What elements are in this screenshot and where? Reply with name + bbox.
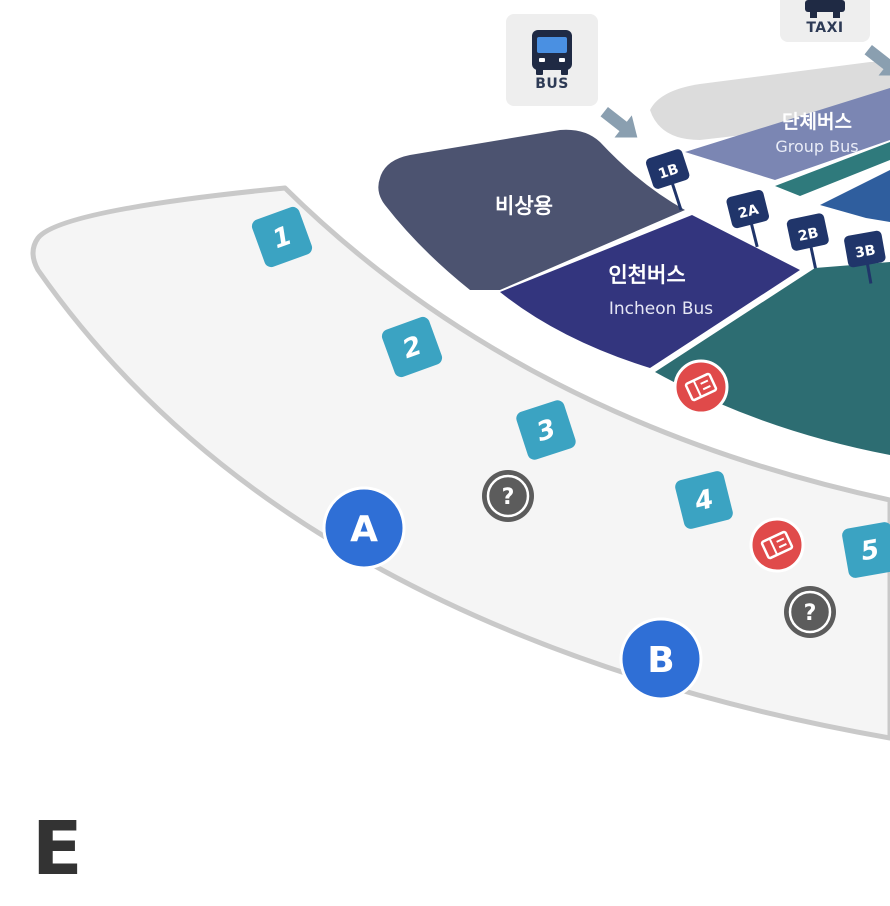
info-icon[interactable]: ? bbox=[482, 470, 534, 522]
area-letter: E bbox=[32, 806, 83, 892]
incheon-bus-label-en: Incheon Bus bbox=[609, 299, 713, 319]
taxi-card[interactable]: TAXI bbox=[780, 0, 870, 42]
ticket-icon[interactable] bbox=[673, 359, 729, 415]
bus-icon bbox=[532, 30, 572, 75]
exit-letter: B bbox=[647, 640, 674, 681]
gate-marker[interactable]: 5 bbox=[841, 521, 890, 579]
info-icon[interactable]: ? bbox=[784, 586, 836, 638]
green-bus-zone bbox=[655, 262, 890, 455]
gate-marker[interactable]: 2 bbox=[380, 315, 444, 379]
teal-strip bbox=[775, 142, 890, 196]
info-symbol: ? bbox=[804, 601, 817, 626]
stop-sign: 2A bbox=[726, 189, 770, 248]
emergency-label: 비상용 bbox=[495, 194, 553, 218]
taxi-label: TAXI bbox=[806, 20, 844, 36]
exit-letter: A bbox=[350, 509, 378, 550]
exit-marker[interactable]: A bbox=[322, 486, 406, 570]
gate-marker[interactable]: 3 bbox=[514, 398, 577, 461]
group-bus-label-ko: 단체버스 bbox=[782, 111, 852, 133]
bus-card[interactable]: BUS bbox=[506, 14, 598, 106]
stop-sign: 2B bbox=[786, 213, 829, 269]
incheon-bus-label-ko: 인천버스 bbox=[608, 263, 685, 287]
stop-sign-label: 2B bbox=[797, 225, 820, 245]
taxi-icon bbox=[805, 0, 845, 18]
stop-sign: 3B bbox=[844, 230, 886, 284]
walkway-band bbox=[30, 185, 890, 741]
gate-marker[interactable]: 1 bbox=[250, 205, 314, 269]
ticket-icon[interactable] bbox=[749, 517, 805, 573]
bus-label: BUS bbox=[535, 76, 569, 92]
incheon-bus-zone bbox=[500, 215, 800, 368]
info-symbol: ? bbox=[502, 485, 515, 510]
arrow-icon bbox=[600, 106, 638, 138]
stop-sign-label: 1B bbox=[656, 161, 680, 183]
gate-marker[interactable]: 4 bbox=[674, 470, 735, 531]
stop-sign-label: 3B bbox=[854, 242, 877, 261]
group-bus-zone bbox=[685, 88, 890, 180]
exit-marker[interactable]: B bbox=[619, 617, 703, 701]
stop-sign: 1B bbox=[645, 149, 690, 211]
emergency-zone bbox=[378, 129, 685, 290]
blue-strip bbox=[820, 170, 890, 222]
stop-sign-label: 2A bbox=[737, 202, 761, 223]
gate-number: 5 bbox=[859, 535, 882, 568]
group-bus-label-en: Group Bus bbox=[775, 137, 858, 156]
